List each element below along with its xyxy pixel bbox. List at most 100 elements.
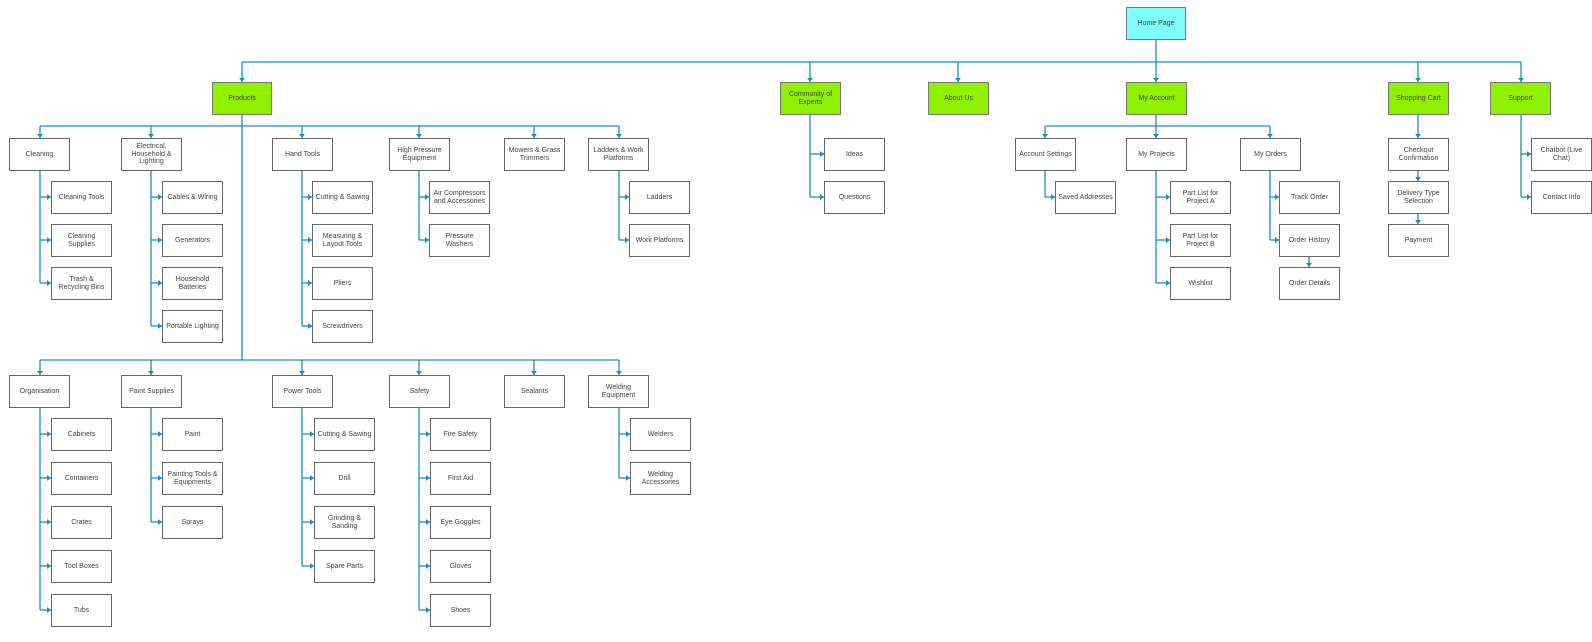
arrowhead [416,371,422,375]
node-hand-tools[interactable]: Hand Tools [272,138,333,171]
node-delivery-type[interactable]: Delivery Type Selection [1388,181,1449,214]
arrowhead [299,371,305,375]
arrowhead [1415,177,1421,181]
node-grinding-sanding[interactable]: Grinding & Sanding [314,506,375,539]
node-cables-wiring[interactable]: Cables & Wiring [162,181,223,214]
node-cleaning-supplies[interactable]: Cleaning Supplies [51,224,112,257]
node-safety[interactable]: Safety [389,375,450,408]
node-support[interactable]: Support [1490,82,1551,115]
node-pliers[interactable]: Pliers [312,267,373,300]
node-home-page[interactable]: Home Page [1126,7,1186,40]
node-chatbot[interactable]: Chatbot (Live Chat) [1531,138,1592,171]
node-contact-info[interactable]: Contact Info [1531,181,1592,214]
node-screwdrivers[interactable]: Screwdrivers [312,310,373,343]
arrowhead [47,280,51,286]
node-products[interactable]: Products [212,82,272,115]
node-drill[interactable]: Drill [314,462,375,495]
arrowhead [310,519,314,525]
arrowhead [37,134,43,138]
arrowhead [47,519,51,525]
node-account-settings[interactable]: Account Settings [1015,138,1076,171]
arrowhead [416,134,422,138]
node-painting-tools[interactable]: Painting Tools & Equipments [162,462,223,495]
node-pressure-washers[interactable]: Pressure Washers [429,224,490,257]
node-work-platforms[interactable]: Work Platforms [629,224,690,257]
arrowhead [47,194,51,200]
node-tool-boxes[interactable]: Tool Boxes [51,550,112,583]
node-cleaning[interactable]: Cleaning [9,138,70,171]
arrowhead [47,563,51,569]
node-order-details[interactable]: Order Details [1279,267,1340,300]
node-household-batteries[interactable]: Household Batteries [162,267,223,300]
node-welding-accessories[interactable]: Welding Accessories [630,462,691,495]
node-eye-goggles[interactable]: Eye Goggles [430,506,491,539]
node-about-us[interactable]: About Us [928,82,989,115]
arrowhead [625,194,629,200]
arrowhead [625,237,629,243]
arrowhead [239,78,245,82]
node-generators[interactable]: Generators [162,224,223,257]
node-spare-parts[interactable]: Spare Parts [314,550,375,583]
node-payment[interactable]: Payment [1388,224,1449,257]
node-paint[interactable]: Paint [162,418,223,451]
node-trash-bins[interactable]: Trash & Recycling Bins [51,267,112,300]
arrowhead [308,323,312,329]
arrowhead [425,194,429,200]
node-checkout-confirmation[interactable]: Checkout Confirmation [1388,138,1449,171]
node-organisation[interactable]: Organisation [9,375,70,408]
node-gloves[interactable]: Gloves [430,550,491,583]
arrowhead [158,237,162,243]
node-shoes[interactable]: Shoes [430,594,491,627]
node-sprays[interactable]: Sprays [162,506,223,539]
arrowhead [1275,237,1279,243]
arrowhead [158,431,162,437]
arrowhead [1527,194,1531,200]
node-fire-safety[interactable]: Fire Safety [430,418,491,451]
node-my-orders[interactable]: My Orders [1240,138,1301,171]
node-order-history[interactable]: Order History [1279,224,1340,257]
node-cleaning-tools[interactable]: Cleaning Tools [51,181,112,214]
node-measuring-layout[interactable]: Measuring & Layout Tools [312,224,373,257]
arrowhead [820,194,824,200]
node-my-account[interactable]: My Account [1126,82,1187,115]
node-questions[interactable]: Questions [824,181,885,214]
arrowhead [616,371,622,375]
node-shopping-cart[interactable]: Shopping Cart [1388,82,1449,115]
arrowhead [1051,194,1055,200]
arrowhead [158,194,162,200]
node-community-of-experts[interactable]: Community of Experts [780,82,841,115]
node-power-tools[interactable]: Power Tools [272,375,333,408]
arrowhead [1042,134,1048,138]
node-portable-lighting[interactable]: Portable Lighting [162,310,223,343]
node-paint-supplies[interactable]: Paint Supplies [121,375,182,408]
node-high-pressure[interactable]: High Pressure Equipment [389,138,450,171]
node-part-list-a[interactable]: Part List for Project A [1170,181,1231,214]
arrowhead [310,431,314,437]
node-air-compressors[interactable]: Air Compressors and Accessories [429,181,490,214]
node-welding-equipment[interactable]: Welding Equipment [588,375,649,408]
node-cabinets[interactable]: Cabinets [51,418,112,451]
node-containers[interactable]: Containers [51,462,112,495]
node-ladders[interactable]: Ladders [629,181,690,214]
node-ideas[interactable]: Ideas [824,138,885,171]
node-saved-addresses[interactable]: Saved Addresses [1055,181,1116,214]
node-pt-cutting-sawing[interactable]: Cutting & Sawing [314,418,375,451]
node-electrical[interactable]: Electrical, Household & Lighting [121,138,182,171]
arrowhead [1267,134,1273,138]
node-track-order[interactable]: Track Order [1279,181,1340,214]
node-my-projects[interactable]: My Projects [1126,138,1187,171]
arrowhead [820,151,824,157]
arrowhead [531,134,537,138]
node-ladders-platforms[interactable]: Ladders & Work Platforms [588,138,649,171]
node-sealants[interactable]: Sealants [504,375,565,408]
node-first-aid[interactable]: First Aid [430,462,491,495]
node-ht-cutting-sawing[interactable]: Cutting & Sawing [312,181,373,214]
node-crates[interactable]: Crates [51,506,112,539]
arrowhead [425,237,429,243]
node-tubs[interactable]: Tubs [51,594,112,627]
node-part-list-b[interactable]: Part List for Project B [1170,224,1231,257]
node-wishlist[interactable]: Wishlist [1170,267,1231,300]
arrowhead [308,280,312,286]
node-mowers[interactable]: Mowers & Grass Trimmers [504,138,565,171]
node-welders[interactable]: Welders [630,418,691,451]
